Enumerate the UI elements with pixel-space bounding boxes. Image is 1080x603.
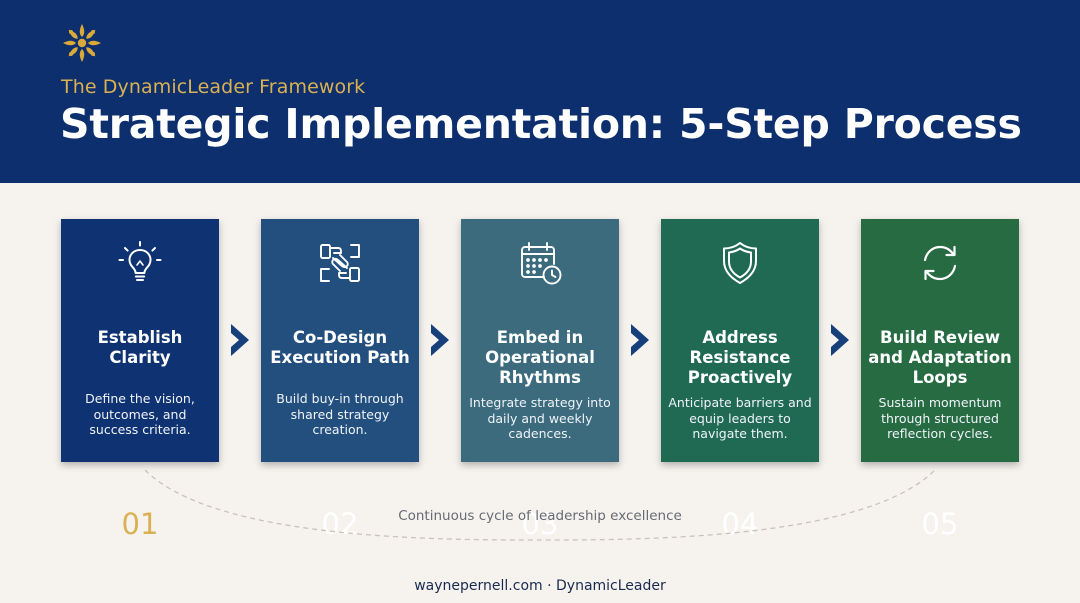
step-title: Co-Design Execution Path xyxy=(270,328,410,367)
step-title: Build Review and Adaptation Loops xyxy=(868,328,1012,387)
header-banner: The DynamicLeader Framework Strategic Im… xyxy=(0,0,1080,183)
step-description: Build buy-in through shared strategy cre… xyxy=(276,391,404,437)
step-number: 04 xyxy=(721,507,759,541)
lightbulb-icon xyxy=(118,241,162,281)
shield-icon xyxy=(723,242,757,284)
chevron-right-icon xyxy=(831,324,849,356)
step-number: 01 xyxy=(121,507,159,541)
step-title: Address Resistance Proactively xyxy=(687,328,793,387)
step-description: Integrate strategy into daily and weekly… xyxy=(469,395,611,441)
refresh-cycle-icon xyxy=(923,245,957,281)
step-number: 03 xyxy=(521,507,559,541)
cycle-caption: Continuous cycle of leadership excellenc… xyxy=(398,508,682,524)
step-number: 05 xyxy=(921,507,959,541)
hands-together-icon xyxy=(320,244,360,282)
step-card-4: 04 Address Resistance Proactively Antici… xyxy=(661,219,819,541)
footer-credit: waynepernell.com · DynamicLeader xyxy=(414,578,666,594)
calendar-clock-icon xyxy=(521,242,562,285)
step-number: 02 xyxy=(321,507,359,541)
framework-subtitle: The DynamicLeader Framework xyxy=(61,76,366,98)
step-description: Define the vision, outcomes, and success… xyxy=(85,391,195,437)
step-card-1: 01 Establish Clarity Define the vision, … xyxy=(61,219,219,541)
step-title: Embed in Operational Rhythms xyxy=(485,328,595,387)
step-card-2: 02 Co-Design Execution Path Build buy-in… xyxy=(261,219,419,541)
page-title: Strategic Implementation: 5-Step Process xyxy=(60,100,1022,148)
chevron-right-icon xyxy=(231,324,249,356)
chevron-right-icon xyxy=(631,324,649,356)
step-description: Sustain momentum through structured refl… xyxy=(878,395,1002,441)
step-card-5: 05 Build Review and Adaptation Loops Sus… xyxy=(861,219,1019,541)
sunburst-logo xyxy=(63,24,101,62)
step-card-3: 03 Embed in Operational Rhythms Integrat… xyxy=(461,219,619,541)
step-description: Anticipate barriers and equip leaders to… xyxy=(668,395,812,441)
step-title: Establish Clarity xyxy=(97,328,183,367)
chevron-right-icon xyxy=(431,324,449,356)
